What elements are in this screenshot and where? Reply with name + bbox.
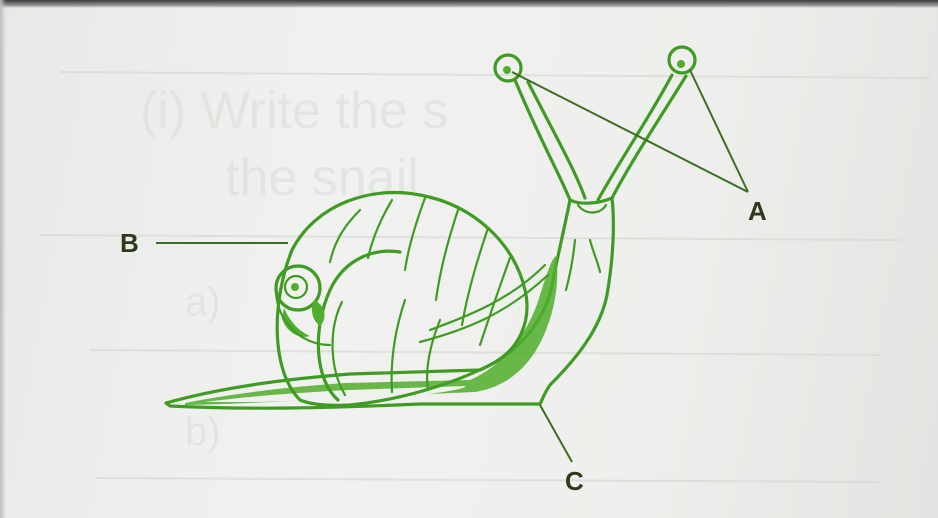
snail-foot-shading: [185, 256, 557, 405]
show-through-text: (i) Write the s the snail a) b): [40, 72, 930, 482]
snail-left-pupil: [503, 66, 511, 74]
snail-right-tentacle: [598, 75, 672, 200]
ghost-rule: [40, 235, 900, 240]
snail-left-tentacle: [528, 82, 585, 198]
ghost-rule: [95, 478, 880, 482]
label-a: A: [748, 196, 767, 226]
label-b-group: B: [120, 228, 288, 258]
ghost-rule: [90, 350, 880, 355]
snail-shell-whorl: [333, 302, 345, 395]
label-c-leader: [540, 405, 572, 462]
snail-shell-ridge: [392, 300, 405, 392]
snail-right-eye: [669, 47, 695, 73]
ghost-question-cont: the snail: [225, 149, 419, 207]
label-c-group: C: [540, 405, 584, 496]
snail-shell-ridge: [436, 210, 458, 300]
label-c: C: [565, 466, 584, 496]
ghost-item-b: b): [185, 410, 221, 454]
snail-right-tentacle: [612, 76, 686, 198]
snail-shell-whorl: [318, 251, 400, 400]
ghost-question: (i) Write the s: [140, 82, 448, 140]
snail-shell-ridge: [405, 198, 425, 270]
snail-shell-apex: [291, 283, 299, 291]
snail-right-pupil: [677, 60, 685, 68]
label-a-leader-left: [512, 72, 748, 192]
snail-shell-ridge: [462, 228, 488, 325]
snail-shell-shading: [312, 300, 325, 326]
snail-shell-ridge: [368, 200, 392, 258]
snail-shell-ridge: [480, 258, 510, 345]
label-b: B: [120, 228, 139, 258]
snail-neck-ridge: [590, 240, 600, 272]
ghost-item-a: a): [185, 280, 221, 324]
snail-neck-ridge: [578, 205, 606, 213]
label-a-leader-right: [690, 70, 748, 192]
snail-neck-ridge: [566, 240, 575, 290]
